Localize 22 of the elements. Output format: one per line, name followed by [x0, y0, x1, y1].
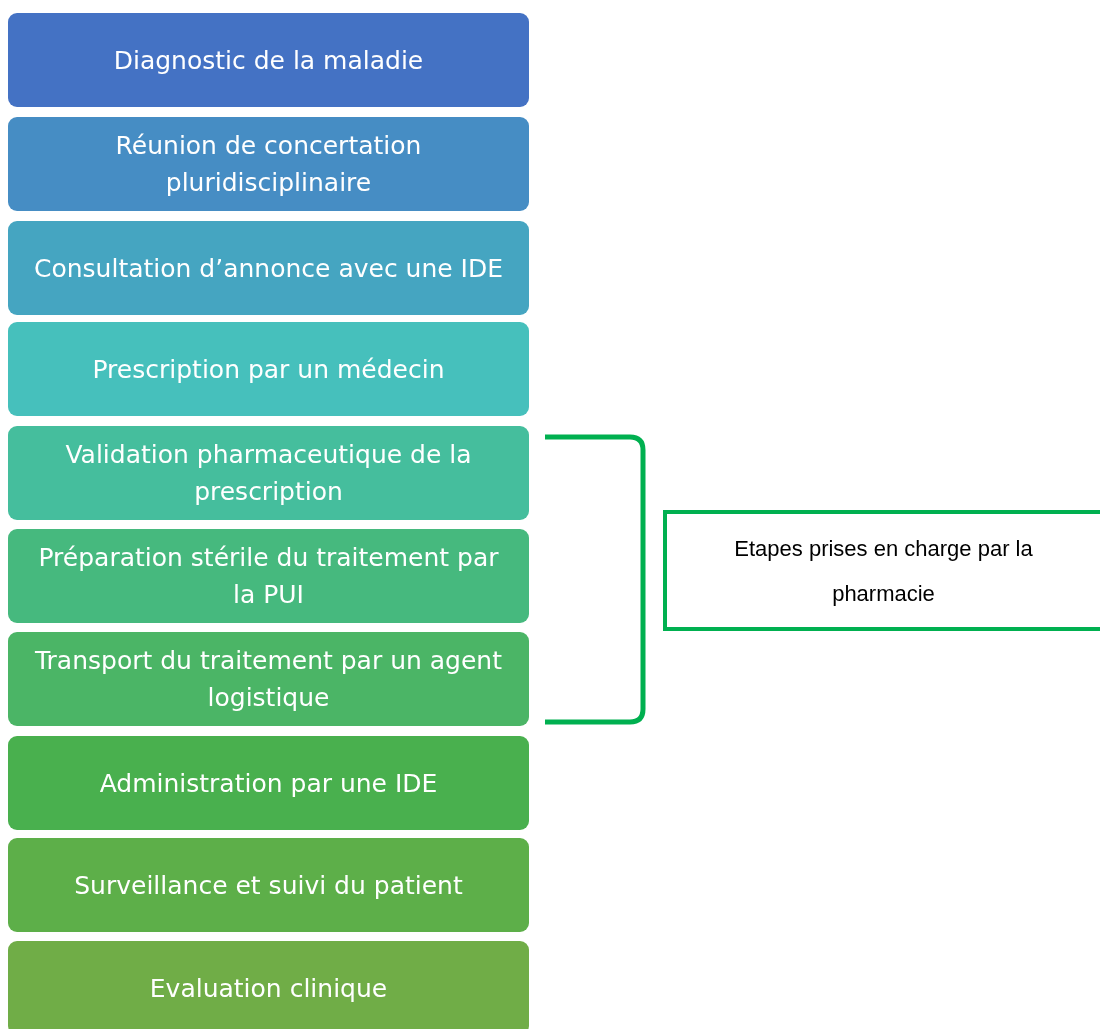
- step-label: Surveillance et suivi du patient: [74, 869, 463, 902]
- process-box: [8, 322, 529, 416]
- process-box: [8, 426, 529, 520]
- process-box: [8, 941, 529, 1029]
- note-box: [663, 510, 1100, 631]
- process-box: [8, 117, 529, 211]
- process-box: [8, 221, 529, 315]
- step-label: Evaluation clinique: [149, 972, 388, 1005]
- process-box: [8, 529, 529, 623]
- process-box: [8, 838, 529, 932]
- process-box: [8, 736, 529, 830]
- process-box: [8, 13, 529, 107]
- step-label: Validation pharmaceutique de la prescription: [64, 439, 473, 508]
- step-label: Prescription par un médecin: [92, 353, 445, 386]
- note-text: Etapes prises en charge par la pharmacie: [733, 534, 1034, 608]
- process-box: [8, 632, 529, 726]
- step-label: Transport du traitement par un agent logistique: [33, 645, 503, 714]
- step-label: Réunion de concertation pluridisciplinaire: [114, 130, 423, 199]
- step-label: Préparation stérile du traitement par la PUI: [37, 542, 500, 611]
- step-label: Administration par une IDE: [99, 767, 438, 800]
- step-label: Diagnostic de la maladie: [113, 44, 424, 77]
- step-label: Consultation d’annonce avec une IDE: [34, 252, 503, 285]
